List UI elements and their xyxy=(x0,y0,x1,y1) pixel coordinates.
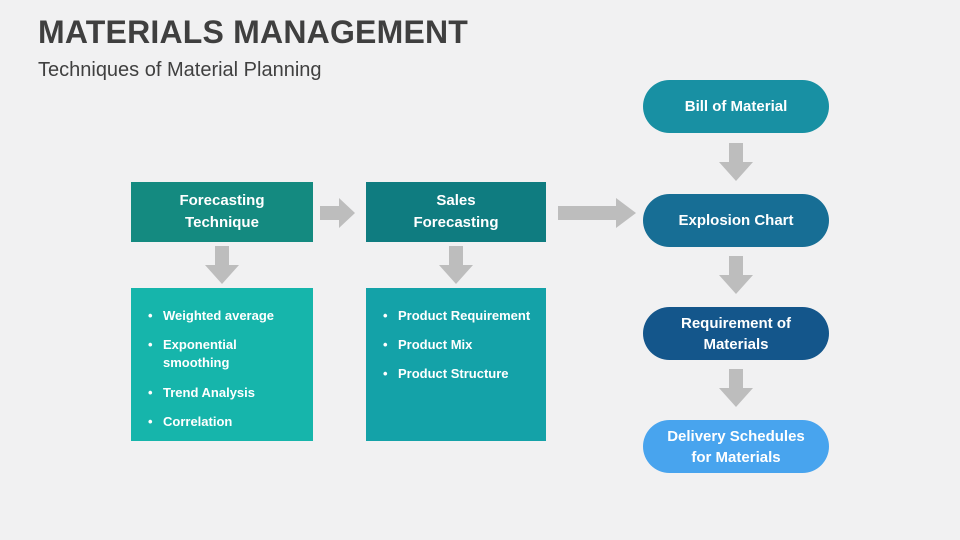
bullet-icon: • xyxy=(383,337,388,353)
delivery-schedules-label: Delivery Schedules for Materials xyxy=(667,427,805,466)
list-item-label: Product Mix xyxy=(398,337,473,353)
bill-of-material-label: Bill of Material xyxy=(684,98,788,115)
bullet-icon: • xyxy=(148,384,153,400)
arrow-right-icon xyxy=(320,198,355,228)
sales-forecasting-outputs-list: • Product Requirement • Product Mix • Pr… xyxy=(366,288,546,441)
list-item-label: Product Structure xyxy=(398,366,509,382)
delivery-schedules-pill: Delivery Schedules for Materials xyxy=(643,420,829,473)
sales-forecasting-label: Sales Forecasting xyxy=(413,192,499,231)
bullet-icon: • xyxy=(383,308,388,323)
arrow-down-icon xyxy=(205,246,239,284)
slide-subtitle: Techniques of Material Planning xyxy=(38,59,322,81)
list-item: • Product Requirement xyxy=(383,307,536,325)
explosion-chart-pill: Explosion Chart xyxy=(643,194,829,247)
requirement-of-materials-pill: Requirement of Materials xyxy=(643,307,829,360)
bullet-icon: • xyxy=(148,308,153,323)
bullet-icon: • xyxy=(148,337,153,353)
bill-of-material-pill: Bill of Material xyxy=(643,80,829,133)
slide-title: MATERIALS MANAGEMENT xyxy=(38,14,469,50)
forecasting-technique-box: Forecasting Technique xyxy=(131,182,313,242)
sales-forecasting-box: Sales Forecasting xyxy=(366,182,546,242)
list-item-label: Exponential smoothing xyxy=(163,337,237,371)
forecasting-technique-label: Forecasting Technique xyxy=(179,192,265,231)
arrow-down-icon xyxy=(439,246,473,284)
list-item: • Product Mix xyxy=(383,336,536,354)
bullet-icon: • xyxy=(383,366,388,382)
list-item: • Exponential smoothing xyxy=(148,336,303,372)
forecasting-methods-list: • Weighted average • Exponential smoothi… xyxy=(131,288,313,441)
list-item: • Correlation xyxy=(148,413,303,431)
list-item: • Weighted average xyxy=(148,307,303,325)
explosion-chart-label: Explosion Chart xyxy=(678,212,794,229)
list-item: • Product Structure xyxy=(383,365,536,383)
arrow-down-icon xyxy=(719,143,753,181)
arrow-right-icon xyxy=(558,198,636,228)
list-item-label: Weighted average xyxy=(163,308,275,323)
list-item-label: Trend Analysis xyxy=(163,384,255,400)
list-item: • Trend Analysis xyxy=(148,384,303,402)
requirement-of-materials-label: Requirement of Materials xyxy=(680,314,791,353)
bullet-icon: • xyxy=(148,413,153,429)
arrow-down-icon xyxy=(719,369,753,407)
list-item-label: Product Requirement xyxy=(398,308,531,323)
list-item-label: Correlation xyxy=(163,413,233,429)
arrow-down-icon xyxy=(719,256,753,294)
